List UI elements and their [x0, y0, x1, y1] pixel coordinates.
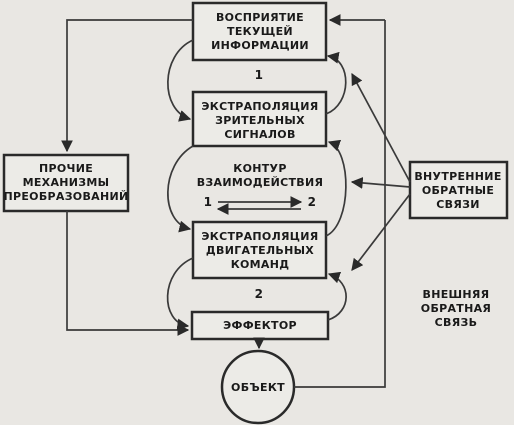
loop-left-1 — [167, 39, 194, 122]
external-feedback-label-3: СВЯЗЬ — [435, 316, 478, 329]
contour-label-2: ВЗАИМОДЕЙСТВИЯ — [197, 176, 324, 189]
contour-number-right: 2 — [308, 195, 317, 209]
internal-feedback-box — [408, 160, 509, 220]
loop-right-1 — [325, 51, 347, 115]
internal-feedback-label-2: ОБРАТНЫЕ — [422, 184, 494, 197]
arrow-internal-to-perception — [351, 72, 411, 183]
loop-number-2: 2 — [255, 287, 264, 301]
external-feedback-label-2: ОБРАТНАЯ — [421, 302, 491, 315]
external-feedback-label-1: ВНЕШНЯЯ — [423, 288, 490, 301]
motor-extrapolation-label-3: КОМАНД — [231, 258, 290, 271]
object-label: ОБЪЕКТ — [231, 381, 285, 394]
visual-extrapolation-label-2: ЗРИТЕЛЬНЫХ — [215, 114, 305, 127]
contour-label-1: КОНТУР — [233, 162, 286, 175]
internal-feedback-label-1: ВНУТРЕННИЕ — [414, 170, 501, 183]
perception-label-3: ИНФОРМАЦИИ — [211, 39, 309, 52]
visual-extrapolation-label-1: ЭКСТРАПОЛЯЦИЯ — [201, 100, 318, 113]
perception-label-1: ВОСПРИЯТИЕ — [216, 11, 304, 24]
other-mechanisms-label-2: МЕХАНИЗМЫ — [23, 176, 110, 189]
other-mechanisms-label-3: ПРЕОБРАЗОВАНИЙ — [4, 190, 129, 203]
motor-extrapolation-box — [191, 220, 328, 280]
visual-extrapolation-box — [191, 90, 328, 148]
internal-feedback-label-3: СВЯЗИ — [436, 198, 479, 211]
contour-number-left: 1 — [204, 195, 213, 209]
perception-box — [191, 1, 328, 62]
effector-label: ЭФФЕКТОР — [223, 319, 297, 332]
effector-box — [190, 310, 330, 341]
loop-number-1: 1 — [255, 68, 264, 82]
arrow-internal-to-motor — [351, 193, 411, 271]
other-mechanisms-label-1: ПРОЧИЕ — [39, 162, 93, 175]
arrow-perception-to-other — [61, 19, 193, 153]
other-mechanisms-box — [2, 153, 130, 213]
external-feedback-line — [294, 20, 386, 388]
loop-left-2 — [167, 145, 194, 233]
loop-right-3 — [327, 271, 347, 321]
loop-right-2 — [325, 139, 347, 237]
visual-extrapolation-label-3: СИГНАЛОВ — [224, 128, 295, 141]
perception-label-2: ТЕКУЩЕЙ — [227, 25, 293, 38]
motor-extrapolation-label-2: ДВИГАТЕЛЬНЫХ — [206, 244, 314, 257]
arrow-internal-to-contour — [350, 176, 411, 189]
motor-extrapolation-label-1: ЭКСТРАПОЛЯЦИЯ — [201, 230, 318, 243]
loop-left-3 — [166, 257, 194, 331]
arrow-other-to-effector — [66, 211, 190, 336]
